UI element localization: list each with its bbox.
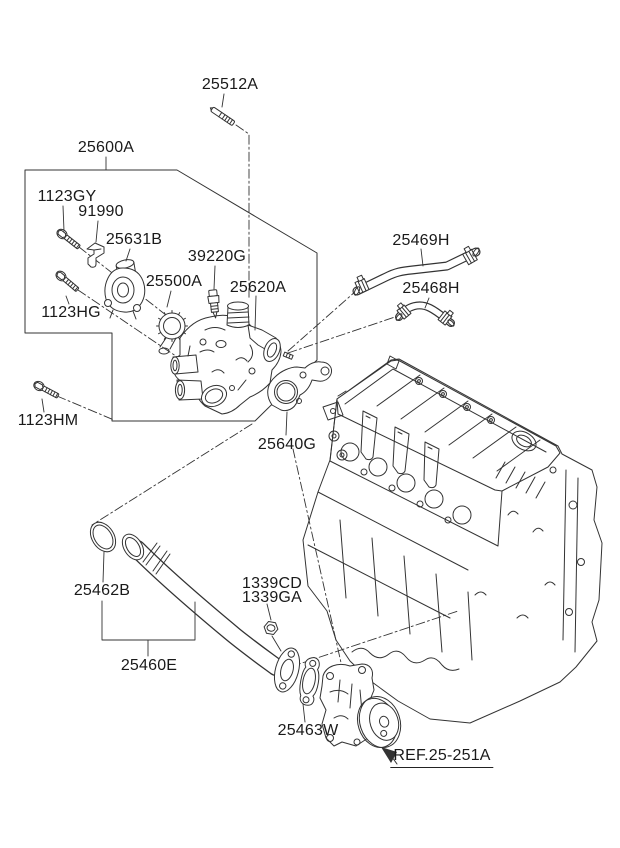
cover-25631b-drawing bbox=[104, 259, 146, 320]
part-label-1339ga: 1339GA bbox=[242, 589, 302, 606]
nut-1339-drawing bbox=[263, 620, 279, 636]
housing-25600a-drawing bbox=[170, 301, 294, 415]
part-label-25500a: 25500A bbox=[145, 273, 203, 290]
ref-arrow bbox=[381, 747, 398, 765]
gasket-25640g-drawing bbox=[267, 361, 332, 412]
pipe-flange bbox=[273, 647, 301, 693]
part-label-25460e: 25460E bbox=[120, 657, 178, 674]
part-label-25640g: 25640G bbox=[257, 436, 317, 453]
bolt-1123gy-drawing bbox=[56, 228, 81, 250]
oring-25462b-drawing bbox=[89, 521, 117, 553]
part-label-25469h: 25469H bbox=[392, 232, 450, 249]
part-label-25462b: 25462B bbox=[73, 582, 131, 599]
pipe-25460e-drawing bbox=[121, 533, 301, 693]
part-label-25600a: 25600A bbox=[77, 139, 135, 156]
engine-drawing bbox=[302, 355, 603, 724]
part-label-25512a: 25512A bbox=[201, 76, 259, 93]
bracket-91990-drawing bbox=[86, 242, 105, 268]
part-label-1339cd: 1339CD bbox=[242, 575, 302, 592]
part-label-1123hm: 1123HM bbox=[17, 412, 79, 429]
leader-lines bbox=[41, 93, 430, 723]
bolt-1123hm-drawing bbox=[33, 380, 60, 399]
part-label-25631b: 25631B bbox=[105, 231, 163, 248]
part-label-91990: 91990 bbox=[78, 203, 124, 220]
pulley-drawing bbox=[356, 696, 402, 748]
sensor-39220g-drawing bbox=[207, 289, 220, 319]
part-label-25620a: 25620A bbox=[229, 279, 287, 296]
part-label-25468h: 25468H bbox=[402, 280, 460, 297]
hose-25468h-drawing bbox=[395, 301, 455, 327]
pipe-bracket-lines bbox=[101, 600, 196, 657]
stud-25512a-drawing bbox=[209, 106, 235, 126]
part-label-39220g: 39220G bbox=[187, 248, 247, 265]
gasket-25463w-drawing bbox=[299, 657, 320, 706]
hose-25469h-drawing bbox=[352, 245, 481, 296]
assembly-outline-box bbox=[24, 169, 318, 422]
part-label-1123hg: 1123HG bbox=[41, 304, 101, 321]
water-pump-drawing bbox=[319, 663, 402, 748]
ref-link-25-251a[interactable]: REF.25-251A bbox=[390, 748, 494, 768]
bolt-1123hg-drawing bbox=[55, 270, 80, 292]
fitting-25620a-drawing bbox=[247, 324, 294, 362]
part-label-25463w: 25463W bbox=[277, 722, 339, 739]
thermostat-25500a-drawing bbox=[156, 310, 188, 355]
part-label-1123gy: 1123GY bbox=[37, 188, 97, 205]
